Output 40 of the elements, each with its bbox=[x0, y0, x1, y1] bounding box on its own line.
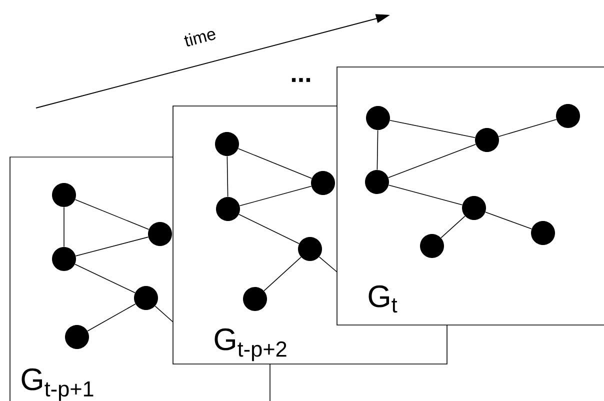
graph-edge bbox=[376, 130, 378, 170]
graph-vertex bbox=[420, 234, 444, 258]
ellipsis: ... bbox=[292, 78, 310, 82]
graph-edge bbox=[388, 144, 476, 178]
graph-vertex bbox=[243, 287, 267, 311]
graph-vertex bbox=[556, 104, 580, 128]
graph-edge bbox=[485, 212, 532, 230]
graph-edge bbox=[74, 199, 150, 230]
graph-edge bbox=[264, 256, 302, 292]
graph-vertex bbox=[311, 171, 335, 195]
graph-vertex bbox=[65, 325, 89, 349]
graph-label: G$_{t}$ bbox=[368, 285, 398, 313]
graph-vertex bbox=[215, 132, 239, 156]
graph-edge bbox=[75, 236, 149, 256]
graph-vertex bbox=[298, 237, 322, 261]
graph-edge bbox=[154, 306, 174, 322]
graph-vertex bbox=[462, 196, 486, 220]
graph-edge bbox=[238, 214, 300, 244]
graph-edge bbox=[390, 120, 476, 138]
graph-edge bbox=[87, 304, 136, 332]
graph-edge bbox=[440, 216, 466, 238]
graph-edge bbox=[226, 156, 228, 198]
graph-vertex bbox=[52, 183, 76, 207]
graph-edge bbox=[388, 184, 463, 206]
graph-vertex bbox=[475, 128, 499, 152]
graph-vertex bbox=[531, 221, 555, 245]
graph-label: G$_{t-p+1}$ bbox=[22, 368, 94, 401]
graph-edge bbox=[238, 148, 312, 179]
graph-vertex bbox=[216, 197, 240, 221]
graph-edge bbox=[239, 186, 312, 206]
graph-vertex bbox=[52, 247, 76, 271]
graph-edge bbox=[498, 119, 557, 137]
graph-edge bbox=[318, 256, 338, 272]
graph-vertex bbox=[148, 222, 172, 246]
graph-vertex bbox=[134, 286, 158, 310]
axis-label: time bbox=[184, 30, 216, 46]
graph-vertex bbox=[366, 106, 390, 130]
graph-vertex bbox=[365, 170, 389, 194]
graph-label: G$_{t-p+2}$ bbox=[214, 328, 286, 362]
graph-edge bbox=[74, 264, 136, 294]
